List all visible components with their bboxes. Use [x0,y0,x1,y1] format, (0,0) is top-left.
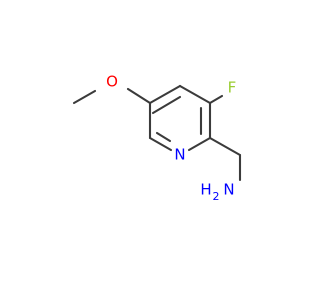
bond-c4-c5-inner [151,95,182,115]
structure-canvas: O F N H 2 N [72,72,242,203]
molecule-diagram: O F N H 2 N [72,73,242,203]
bond-n1-c6 [148,136,173,152]
amine-subscript-label: 2 [213,190,220,203]
amine-hydrogen-label: H [200,181,211,199]
oxygen-label: O [106,73,118,91]
bond-n1-c6-inner [155,131,172,143]
amine-nitrogen-label: N [223,181,234,199]
bond-c5-c4 [148,84,182,105]
bond-c2-n1 [187,136,212,152]
fluorine-label: F [228,79,237,97]
bond-c4-c3 [178,84,212,105]
bond-c3-fluorine [208,94,224,105]
ring-nitrogen-label: N [174,146,185,164]
bond-methyl-oxygen [72,89,97,105]
bond-oxygen-c5 [126,87,152,105]
bond-c2-ch2 [208,136,242,157]
